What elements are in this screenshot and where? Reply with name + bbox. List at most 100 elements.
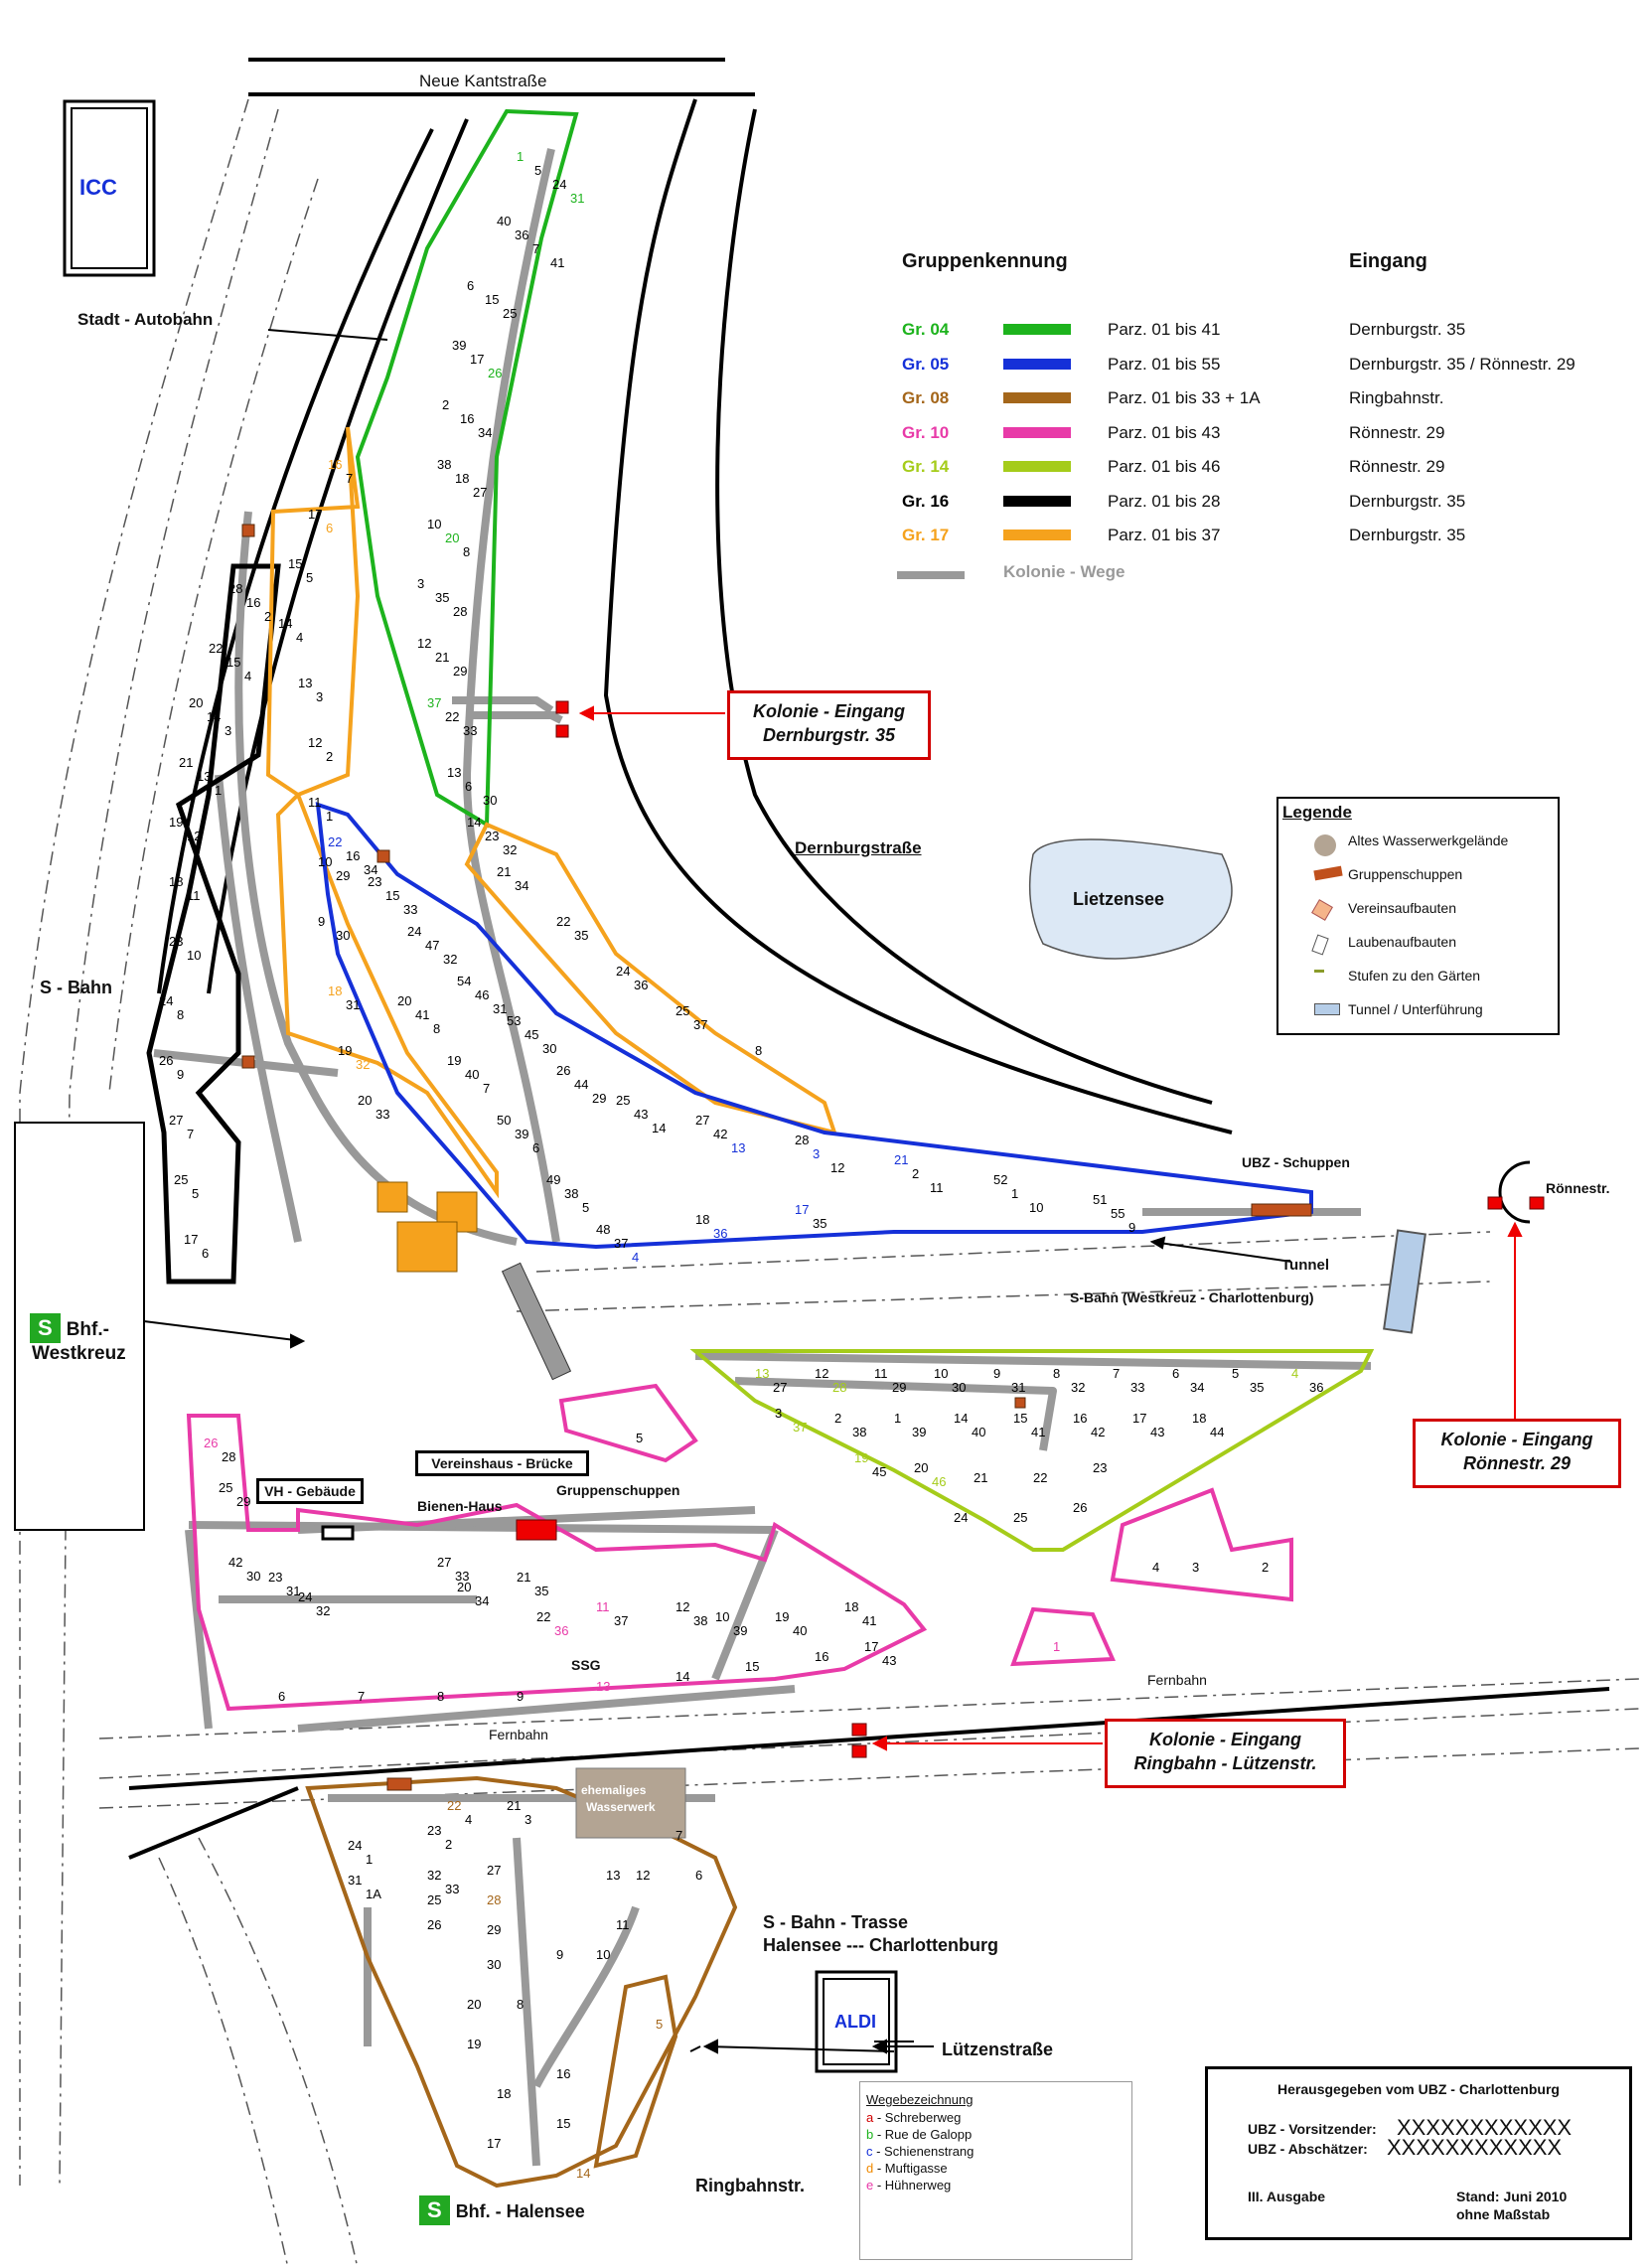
parcel-number: 29 [236,1494,251,1509]
parcel-number: 46 [475,987,490,1002]
parcel-number: 16 [815,1649,829,1664]
legend-item-label: Stufen zu den Gärten [1348,968,1481,983]
group-id-label: Gr. 10 [902,422,950,442]
parcel-number: 4 [1291,1366,1299,1381]
entrance-arrows [578,705,1523,1751]
lietzensee-lake [1028,838,1233,960]
parcel-number: 24 [159,993,174,1008]
parcel-number: 25 [219,1480,233,1495]
parcel-number: 28 [487,1892,502,1907]
parcel-number: 36 [634,978,649,992]
parcel-number: 27 [487,1863,502,1878]
parcel-number: 2 [445,1837,453,1852]
parcel-number: 33 [455,1569,470,1584]
chair-label: UBZ - Vorsitzender: [1248,2121,1377,2137]
parcel-number: 9 [1128,1220,1136,1235]
parcel-number: 23 [485,829,500,843]
group-legend-title: Gruppenkennung [902,250,1068,272]
parcel-number: 55 [1111,1206,1126,1221]
parcel-number: 34 [364,862,378,877]
parcel-number: 7 [187,1127,195,1141]
parcel-number: 14 [467,815,482,830]
parcel-number: 35 [435,590,450,605]
parcel-number: 2 [442,397,450,412]
parcel-number: 15 [1013,1411,1028,1426]
parcel-number: 17 [487,2136,502,2151]
parcel-number: 3 [1192,1560,1200,1575]
parcel-number: 21 [497,864,512,879]
parcel-number: 22 [209,641,224,656]
parcel-number: 26 [159,1053,174,1068]
parcel-number: 48 [596,1222,611,1237]
parcel-number: 44 [574,1077,589,1092]
parcel-number: 9 [177,1067,185,1082]
parcel-number: 37 [427,695,442,710]
parcel-number: 3 [417,576,425,591]
parcel-number: 20 [914,1460,929,1475]
parcel-number: 10 [187,948,202,963]
parcel-number: 9 [993,1366,1001,1381]
parcel-number: 42 [713,1127,728,1141]
parcel-number: 18 [1192,1411,1207,1426]
parcel-number: 49 [546,1172,561,1187]
parcel-number: 8 [755,1043,763,1058]
group-id-label: Gr. 17 [902,526,950,544]
path-key: c [866,2144,873,2159]
lietzensee-label: Lietzensee [1073,889,1165,909]
path-name: - Hühnerweg [873,2178,952,2192]
icc-building [63,99,156,277]
parcel-number: 19 [775,1609,790,1624]
entrance-legend-title: Eingang [1349,250,1427,272]
parcel-number: 21 [507,1798,522,1813]
parcel-number: 31 [286,1584,301,1598]
parcel-number: 8 [177,1007,185,1022]
group-range-label: Parz. 01 bis 55 [1108,354,1221,374]
parcel-number: 2 [326,749,334,764]
parcel-number: 25 [675,1003,690,1018]
orange-building-icon [1311,899,1333,921]
parcel-number: 15 [385,888,400,903]
parcel-number: 2 [834,1411,842,1426]
path-name: - Muftigasse [873,2161,948,2176]
parcel-number: 43 [882,1653,897,1668]
parcel-number: 24 [954,1510,969,1525]
parcel-number: 5 [636,1431,644,1445]
group-entrance-label: Dernburgstr. 35 [1349,320,1466,339]
parcel-number: 20 [445,530,460,545]
parcel-number: 20 [358,1093,373,1108]
parcel-number: 40 [497,214,512,228]
parcel-number: 4 [296,630,304,645]
parcel-number: 45 [872,1464,887,1479]
group-id-label: Gr. 05 [902,354,950,374]
parcel-number: 27 [773,1380,788,1395]
ubz-schuppen-label: UBZ - Schuppen [1242,1154,1350,1170]
parcel-number: 50 [497,1113,512,1128]
parcel-number: 6 [1172,1366,1180,1381]
parcel-number: 4 [244,669,252,683]
parcel-number: 39 [515,1127,529,1141]
edition-label: III. Ausgabe [1248,2189,1326,2204]
parcel-number: 27 [169,1113,184,1128]
parcel-number: 1 [215,783,223,798]
parcel-number: 18 [497,2086,512,2101]
group-04-boundary [355,108,579,829]
s-bahn-icon: S [30,1313,61,1343]
parcel-number: 30 [336,928,351,943]
parcel-number: 14 [278,616,293,631]
parcel-number: 25 [427,1892,442,1907]
legend-item-label: Altes Wasserwerkgelände [1348,832,1509,848]
bridge-structure [501,1262,572,1381]
parcel-number: 10 [1029,1200,1044,1215]
parcel-number: 38 [437,457,452,472]
parcel-number: 15 [288,556,303,571]
legend-item-label: Tunnel / Unterführung [1348,1001,1483,1017]
parcel-number: 6 [202,1246,210,1261]
parcel-number: 10 [715,1609,730,1624]
parcel-number: 20 [457,1580,472,1594]
old-waterworks-area [575,1767,686,1839]
parcel-number: 21 [517,1570,531,1585]
parcel-number: 28 [795,1133,810,1147]
group-entrance-label: Dernburgstr. 35 [1349,491,1466,511]
parcel-number: 1 [326,809,334,824]
group-entrance-label: Rönnestr. 29 [1349,457,1445,476]
